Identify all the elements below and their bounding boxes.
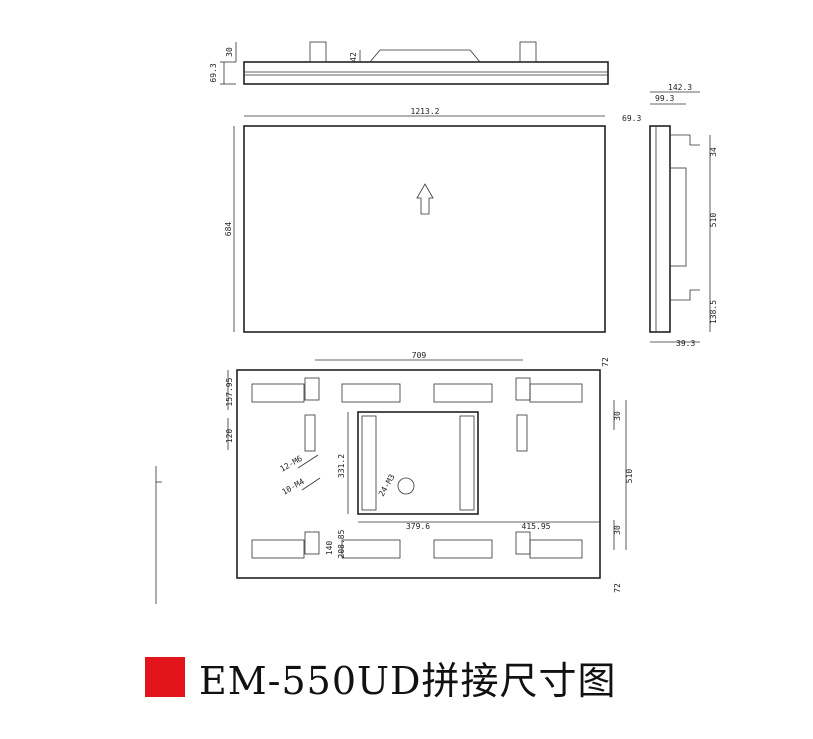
dim-side-34: 34 [709,147,718,157]
back-view-panel [236,369,601,579]
dim-back-72-top: 72 [601,357,610,367]
dim-side-138-5: 138.5 [709,300,718,324]
mount-bracket [304,377,320,401]
dim-side-69-3: 69.3 [622,114,641,123]
top-view-body [243,61,609,85]
caption-text: EM-550UD拼接尺寸图 [199,658,617,703]
vent-grille [529,383,583,403]
label-10-m4: 10-M4 [281,477,307,497]
dim-back-72-bottom: 72 [613,583,622,593]
label-24-m3: 24-M3 [377,472,397,498]
dim-side-142-3: 142.3 [668,83,692,92]
up-arrow-icon [416,183,434,215]
dim-top-30: 30 [225,47,234,57]
vent-grille [341,383,401,403]
vent-grille [433,539,493,559]
red-square-marker [145,657,185,697]
vent-grille [251,539,305,559]
dim-back-510: 510 [625,469,634,484]
dim-back-709: 709 [412,351,427,360]
dim-back-157-95: 157.95 [225,377,234,406]
dim-side-510: 510 [709,213,718,228]
dim-back-415-95: 415.95 [522,522,551,531]
mount-bracket [304,531,320,555]
figure-caption: EM-550UD拼接尺寸图 [145,652,617,703]
dim-back-208-85: 208.85 [337,529,346,558]
top-view-bracket-left [309,41,327,63]
vent-grille [529,539,583,559]
side-view-mount [669,167,687,267]
side-view: 142.3 99.3 69.3 34 510 138.5 39.3 [622,83,718,348]
mount-bracket [515,531,531,555]
dim-top-69-3: 69.3 [209,63,218,82]
mount-bracket [515,377,531,401]
dim-back-331-2: 331.2 [337,454,346,478]
dim-back-120: 120 [225,429,234,444]
dim-back-379-6: 379.6 [406,522,430,531]
center-connector [397,477,415,495]
front-view: 1213.2 684 [224,107,606,333]
dim-back-30-top: 30 [613,411,622,421]
side-handle [516,414,528,452]
top-view-handle [369,49,481,63]
dim-back-140: 140 [325,541,334,556]
side-view-body [649,125,671,333]
back-view: 709 72 157.95 120 30 12-M6 10-M4 331.2 2… [225,351,634,593]
top-view-bracket-right [519,41,537,63]
front-view-panel [243,125,606,333]
center-plate [357,411,479,515]
vent-grille [251,383,305,403]
dim-top-42: 42 [349,52,358,62]
vent-grille [433,383,493,403]
dim-front-width: 1213.2 [411,107,440,116]
dim-side-99-3: 99.3 [655,94,674,103]
label-12-m6: 12-M6 [279,454,305,474]
dim-back-30-bottom: 30 [613,525,622,535]
dim-front-height: 684 [224,222,233,237]
side-handle [304,414,316,452]
vent-grille [341,539,401,559]
top-view: 30 69.3 42 [209,41,609,85]
dim-side-39-3: 39.3 [676,339,695,348]
